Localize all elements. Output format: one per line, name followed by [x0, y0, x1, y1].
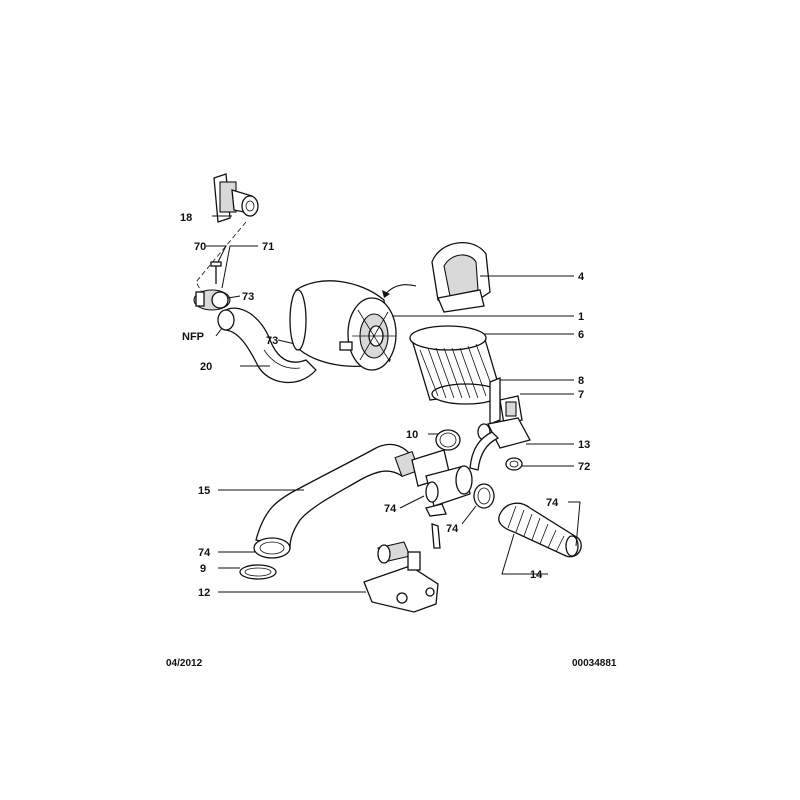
- label-9: 9: [200, 563, 206, 575]
- part-6-filter-element: [409, 325, 501, 405]
- part-10-ring: [435, 429, 461, 451]
- label-73-top: 73: [242, 291, 254, 303]
- label-70: 70: [194, 241, 206, 253]
- label-6: 6: [578, 329, 584, 341]
- part-70-screw: [210, 261, 222, 284]
- part-7-valve: [499, 395, 523, 425]
- part-9-seal-ring: [239, 564, 277, 580]
- part-74-clamp-right: [473, 483, 495, 509]
- label-14: 14: [530, 569, 543, 581]
- part-71-clamp: [193, 289, 231, 311]
- label-71: 71: [262, 241, 274, 253]
- part-14-corrugated-hose: [498, 502, 582, 558]
- label-7: 7: [578, 389, 584, 401]
- label-18: 18: [180, 212, 192, 224]
- label-12: 12: [198, 587, 210, 599]
- label-72: 72: [578, 461, 590, 473]
- label-nfp: NFP: [182, 331, 204, 343]
- part-13-connector: [469, 417, 531, 471]
- part-72-clip: [505, 457, 523, 471]
- part-18-bracket: [213, 173, 259, 223]
- part-1-air-filter-housing: [289, 280, 397, 371]
- part-4-support-bracket: [431, 242, 491, 313]
- label-1: 1: [578, 311, 584, 323]
- label-10: 10: [406, 429, 418, 441]
- label-8: 8: [578, 375, 584, 387]
- label-74-left: 74: [198, 547, 211, 559]
- label-73-bottom: 73: [266, 335, 278, 347]
- label-74-centre: 74: [384, 503, 397, 515]
- footer-date: 04/2012: [166, 658, 203, 669]
- label-4: 4: [578, 271, 585, 283]
- label-74-clamp: 74: [446, 523, 459, 535]
- part-15-intake-duct: [253, 443, 451, 559]
- part-8-vent-pipe: [489, 377, 501, 425]
- part-20-intake-hose: [217, 307, 317, 384]
- footer-reference: 00034881: [572, 658, 617, 669]
- label-74-right: 74: [546, 497, 559, 509]
- label-20: 20: [200, 361, 212, 373]
- label-15: 15: [198, 485, 210, 497]
- part-12-mounting-bracket: [363, 523, 441, 613]
- part-74-t-junction: [425, 465, 473, 517]
- label-13: 13: [578, 439, 590, 451]
